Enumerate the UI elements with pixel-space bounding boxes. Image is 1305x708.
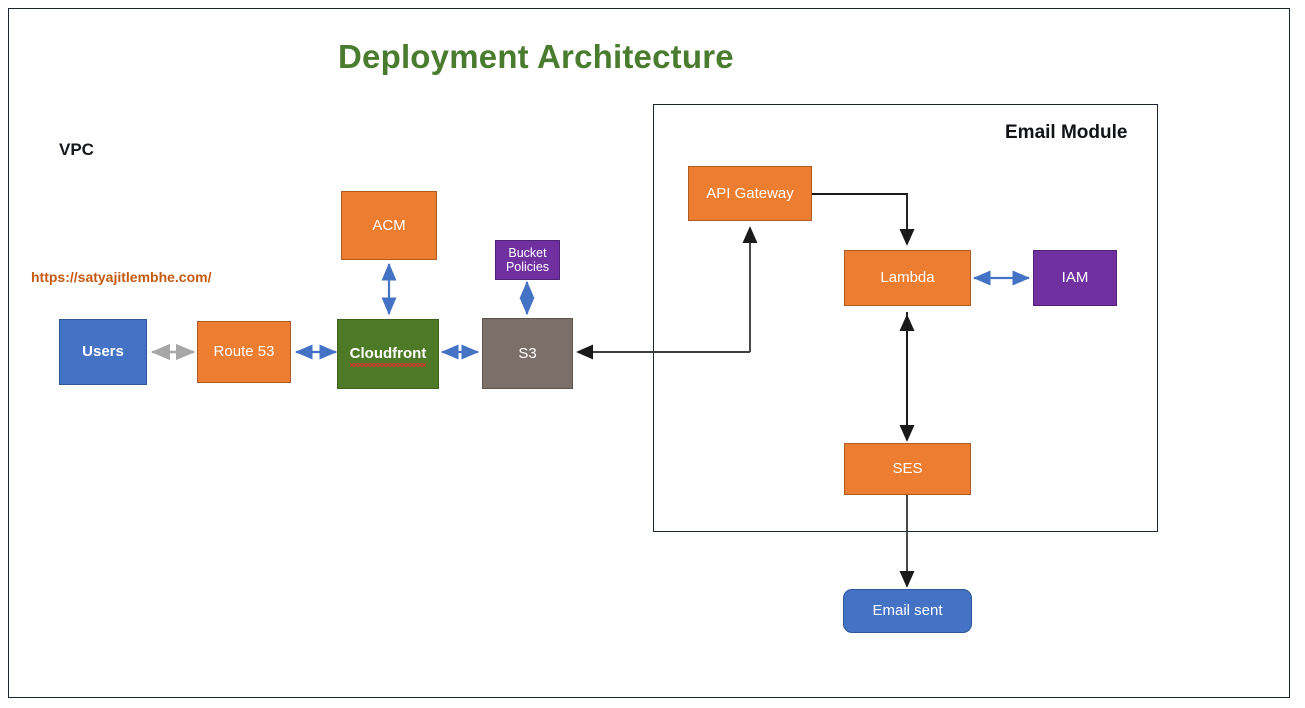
node-bucket-policies[interactable]: Bucket Policies [495, 240, 560, 280]
site-url-label: https://satyajitlembhe.com/ [31, 269, 212, 285]
vpc-label: VPC [59, 140, 94, 159]
email-module-group [653, 104, 1158, 532]
node-bucket-policies-label-line1: Bucket [508, 245, 547, 260]
node-email-sent[interactable]: Email sent [843, 589, 972, 633]
node-route53[interactable]: Route 53 [197, 321, 291, 383]
node-iam-label: IAM [1061, 269, 1089, 287]
node-lambda[interactable]: Lambda [844, 250, 971, 306]
node-acm-label: ACM [372, 216, 406, 234]
node-bucket-policies-label-line2: Policies [505, 260, 550, 274]
node-ses-label: SES [892, 460, 923, 478]
node-users[interactable]: Users [59, 319, 147, 385]
node-email-sent-label: Email sent [872, 602, 943, 620]
node-route53-label: Route 53 [213, 343, 275, 361]
node-acm[interactable]: ACM [341, 191, 437, 260]
email-module-title: Email Module [1005, 122, 1128, 143]
page-title: Deployment Architecture [338, 38, 734, 75]
node-s3[interactable]: S3 [482, 318, 573, 389]
node-users-label: Users [82, 343, 124, 361]
node-api-gateway[interactable]: API Gateway [688, 166, 812, 221]
node-api-gateway-label: API Gateway [706, 184, 794, 202]
node-cloudfront-label: Cloudfront [349, 345, 427, 367]
node-cloudfront[interactable]: Cloudfront [337, 319, 439, 389]
node-lambda-label: Lambda [880, 269, 935, 287]
node-ses[interactable]: SES [844, 443, 971, 495]
page-frame [8, 8, 1290, 698]
node-iam[interactable]: IAM [1033, 250, 1117, 306]
node-s3-label: S3 [518, 344, 537, 362]
